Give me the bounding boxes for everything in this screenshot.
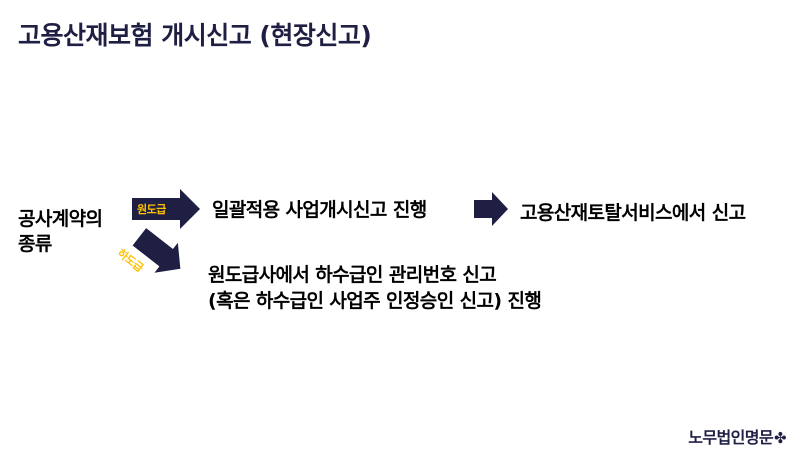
prime-contract-arrow	[132, 189, 200, 229]
contract-type-line-2: 종류	[18, 233, 52, 255]
subcontract-step-line-2: (혹은 하수급인 사업주 인정승인 신고) 진행	[208, 290, 542, 312]
prime-contract-label: 원도급	[137, 203, 166, 216]
subcontract-step-line-1: 원도급사에서 하수급인 관리번호 신고	[208, 264, 497, 286]
contract-type-label: 공사계약의 종류	[18, 207, 103, 257]
contract-type-line-1: 공사계약의	[18, 208, 103, 230]
step-arrow	[474, 192, 508, 226]
subcontract-step-text: 원도급사에서 하수급인 관리번호 신고 (혹은 하수급인 사업주 인정승인 신고…	[208, 262, 542, 314]
subcontract-arrow	[132, 228, 181, 273]
prime-next-step-text: 고용산재토탈서비스에서 신고	[520, 202, 746, 224]
brand-name: 노무법인명문	[688, 428, 774, 447]
prime-step-text: 일괄적용 사업개시신고 진행	[212, 199, 427, 221]
page-title: 고용산재보험 개시신고 (현장신고)	[18, 21, 372, 50]
brand-logo: 노무법인명문✤	[688, 424, 786, 448]
clover-icon: ✤	[774, 429, 787, 447]
